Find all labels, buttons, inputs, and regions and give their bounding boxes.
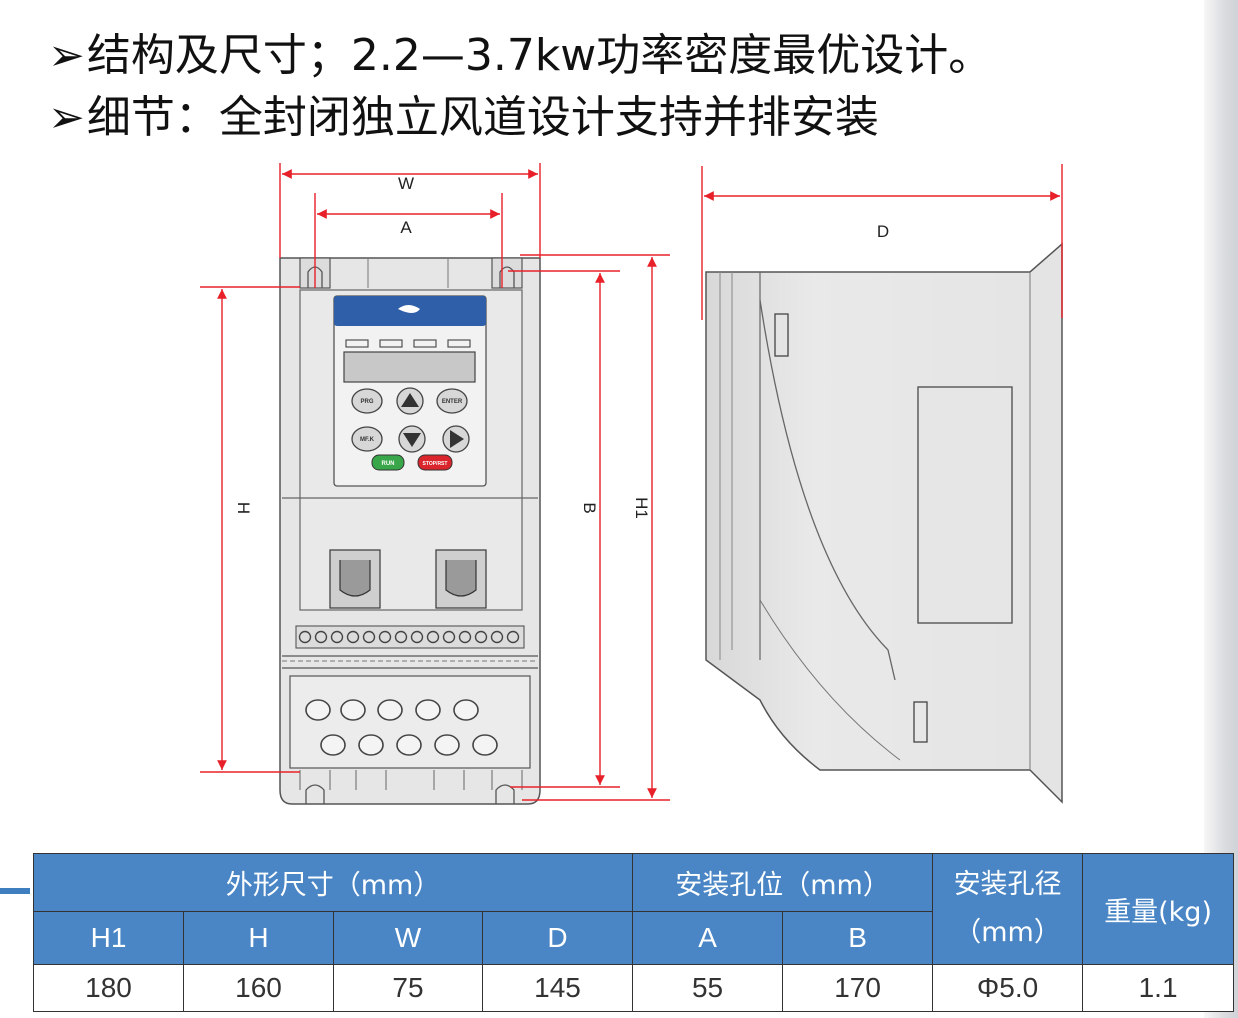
dim-h1-label: H1 bbox=[632, 497, 651, 519]
heading-structure-text: 结构及尺寸；2.2—3.7kw功率密度最优设计。 bbox=[86, 30, 993, 81]
down-arrow-icon bbox=[403, 433, 421, 447]
front-view: PRG ENTER MF.K RUN STOP/RST bbox=[200, 163, 670, 805]
stop-key-label: STOP/RST bbox=[423, 461, 448, 467]
up-arrow-icon bbox=[401, 393, 419, 407]
col-a: A bbox=[632, 911, 784, 965]
heading-structure: ➢结构及尺寸；2.2—3.7kw功率密度最优设计。 bbox=[48, 30, 992, 82]
heading-details-text: 细节：全封闭独立风道设计支持并排安装 bbox=[86, 92, 879, 143]
side-vent-bottom bbox=[913, 701, 928, 743]
header-hole-diameter: 安装孔径 （mm） bbox=[932, 853, 1084, 965]
lcd-display bbox=[343, 351, 476, 383]
dim-a-label: A bbox=[400, 218, 412, 237]
mf-key bbox=[351, 426, 383, 452]
value-w: 75 bbox=[333, 964, 483, 1012]
dimension-drawing: PRG ENTER MF.K RUN STOP/RST bbox=[200, 163, 1063, 805]
page-edge-strip bbox=[1204, 0, 1238, 1018]
value-a: 55 bbox=[632, 964, 784, 1012]
dim-b-label: B bbox=[580, 502, 599, 513]
side-vent-top bbox=[774, 313, 789, 357]
col-b: B bbox=[782, 911, 934, 965]
control-terminals bbox=[298, 630, 520, 644]
header-hole-diameter-unit: （mm） bbox=[954, 917, 1061, 948]
prg-key-label: PRG bbox=[360, 399, 373, 405]
header-mount-positions: 安装孔位（mm） bbox=[632, 853, 934, 912]
right-arrow-icon bbox=[450, 430, 464, 448]
dim-w-label: W bbox=[398, 174, 414, 193]
col-d: D bbox=[481, 911, 634, 965]
bullet-arrow-icon: ➢ bbox=[48, 92, 85, 143]
col-h1: H1 bbox=[33, 911, 184, 965]
value-b: 170 bbox=[782, 964, 934, 1012]
side-view: D bbox=[701, 164, 1063, 804]
value-h: 160 bbox=[183, 964, 334, 1012]
run-key-label: RUN bbox=[382, 461, 395, 467]
value-d: 145 bbox=[481, 964, 634, 1012]
prg-key bbox=[351, 388, 383, 414]
header-weight: 重量(kg) bbox=[1082, 853, 1235, 965]
value-weight: 1.1 bbox=[1082, 964, 1235, 1012]
header-outline-dimensions: 外形尺寸（mm） bbox=[32, 853, 634, 912]
dim-d-label: D bbox=[877, 222, 889, 241]
side-accent-bar bbox=[0, 888, 30, 894]
heading-details: ➢细节：全封闭独立风道设计支持并排安装 bbox=[48, 92, 879, 144]
run-key bbox=[371, 454, 405, 471]
mf-key-label: MF.K bbox=[360, 437, 375, 443]
power-terminals bbox=[305, 699, 498, 756]
value-h1: 180 bbox=[33, 964, 184, 1012]
bullet-arrow-icon: ➢ bbox=[48, 30, 85, 81]
value-hole-diameter: Φ5.0 bbox=[932, 964, 1084, 1012]
enter-key bbox=[436, 388, 468, 414]
table-row: 180 160 75 145 55 170 Φ5.0 1.1 bbox=[33, 964, 1235, 1012]
header-hole-diameter-top: 安装孔径 bbox=[953, 869, 1062, 900]
col-h: H bbox=[183, 911, 334, 965]
col-w: W bbox=[333, 911, 483, 965]
brand-logo-icon bbox=[398, 305, 420, 313]
spec-table: 外形尺寸（mm） 安装孔位（mm） 安装孔径 （mm） 重量(kg) H1 H … bbox=[32, 853, 1235, 1012]
dim-h-label: H bbox=[234, 502, 253, 514]
side-label-plate bbox=[917, 386, 1013, 624]
stop-key bbox=[417, 454, 453, 471]
enter-key-label: ENTER bbox=[442, 399, 463, 405]
